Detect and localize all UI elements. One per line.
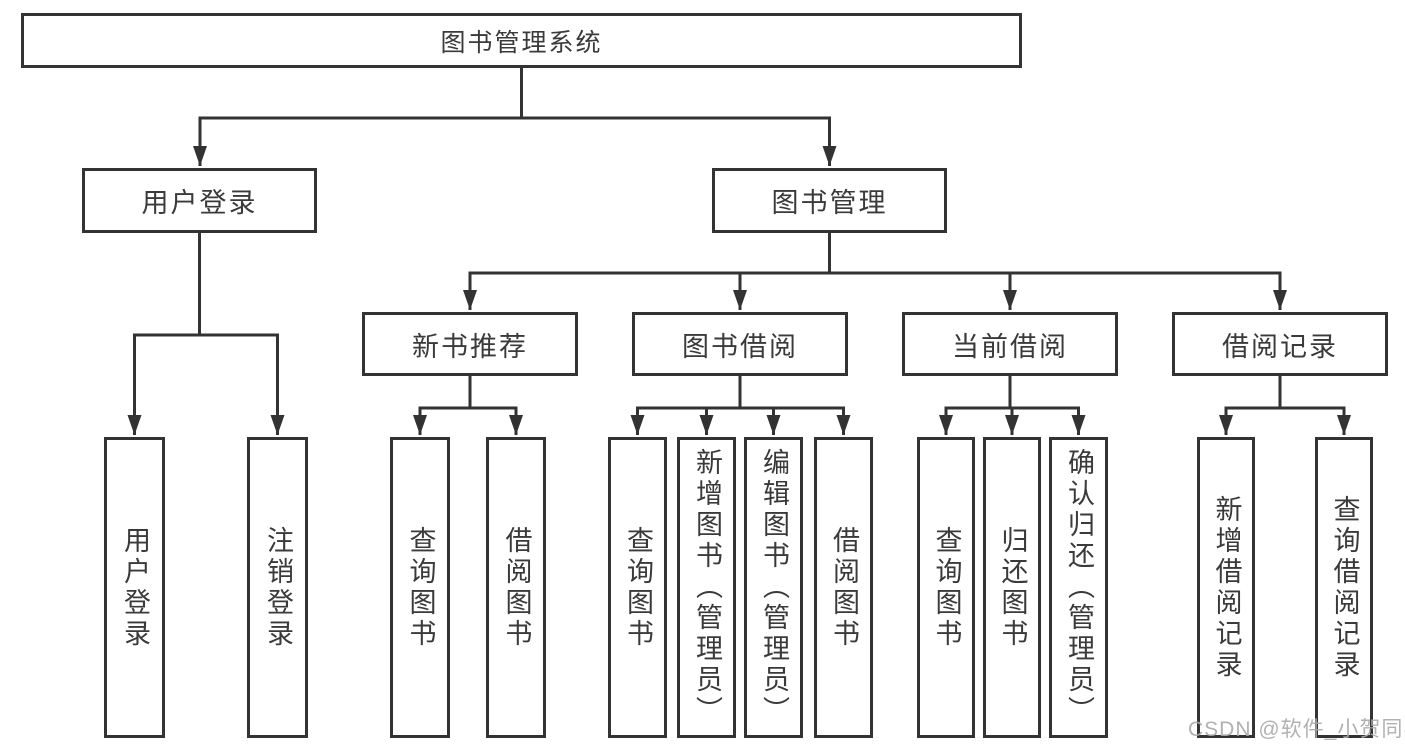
node-label: 图书管理 bbox=[771, 188, 888, 218]
node-label: 用户登录 bbox=[141, 188, 258, 218]
leaf-label: 查询图书 bbox=[405, 525, 436, 650]
node-current-borrow: 当前借阅 bbox=[902, 312, 1118, 376]
leaf-current-query-book: 查询图书 bbox=[917, 437, 975, 738]
leaf-label: 确认归还（管理员） bbox=[1064, 448, 1094, 727]
node-new-book-recommend: 新书推荐 bbox=[362, 312, 578, 376]
leaf-label: 借阅图书 bbox=[829, 525, 859, 650]
node-label: 图书管理系统 bbox=[440, 28, 603, 57]
leaf-label: 新增图书（管理员） bbox=[692, 448, 722, 727]
leaf-recommend-query-book: 查询图书 bbox=[390, 437, 450, 738]
leaf-borrow-borrow-book: 借阅图书 bbox=[814, 437, 873, 738]
leaf-user-login: 用户登录 bbox=[104, 437, 165, 738]
node-library-management-system: 图书管理系统 bbox=[21, 13, 1022, 68]
node-borrow-record: 借阅记录 bbox=[1172, 312, 1388, 376]
node-label: 图书借阅 bbox=[682, 331, 798, 362]
leaf-label: 查询图书 bbox=[931, 525, 962, 650]
node-label: 借阅记录 bbox=[1222, 331, 1338, 362]
leaf-borrow-add-book-admin: 新增图书（管理员） bbox=[677, 437, 736, 738]
leaf-record-add-borrow-record: 新增借阅记录 bbox=[1197, 437, 1255, 738]
node-label: 当前借阅 bbox=[952, 331, 1068, 362]
leaf-borrow-edit-book-admin: 编辑图书（管理员） bbox=[744, 437, 803, 738]
leaf-label: 新增借阅记录 bbox=[1211, 494, 1242, 681]
leaf-label: 注销登录 bbox=[263, 525, 293, 650]
leaf-label: 查询图书 bbox=[623, 525, 653, 650]
node-user-login: 用户登录 bbox=[82, 168, 317, 233]
leaf-logout: 注销登录 bbox=[247, 437, 308, 738]
node-book-borrow: 图书借阅 bbox=[632, 312, 848, 376]
leaf-recommend-borrow-book: 借阅图书 bbox=[486, 437, 546, 738]
csdn-watermark: CSDN @软件_小贺同学 bbox=[1188, 718, 1405, 741]
leaf-label: 归还图书 bbox=[997, 525, 1028, 650]
leaf-current-confirm-return-admin: 确认归还（管理员） bbox=[1049, 437, 1108, 738]
node-book-management: 图书管理 bbox=[712, 168, 947, 233]
leaf-current-return-book: 归还图书 bbox=[983, 437, 1041, 738]
leaf-record-query-borrow-record: 查询借阅记录 bbox=[1315, 437, 1373, 738]
leaf-label: 借阅图书 bbox=[501, 525, 532, 650]
leaf-borrow-query-book: 查询图书 bbox=[608, 437, 667, 738]
leaf-label: 查询借阅记录 bbox=[1329, 494, 1360, 681]
leaf-label: 用户登录 bbox=[120, 525, 150, 650]
node-label: 新书推荐 bbox=[412, 331, 528, 362]
leaf-label: 编辑图书（管理员） bbox=[759, 448, 789, 727]
